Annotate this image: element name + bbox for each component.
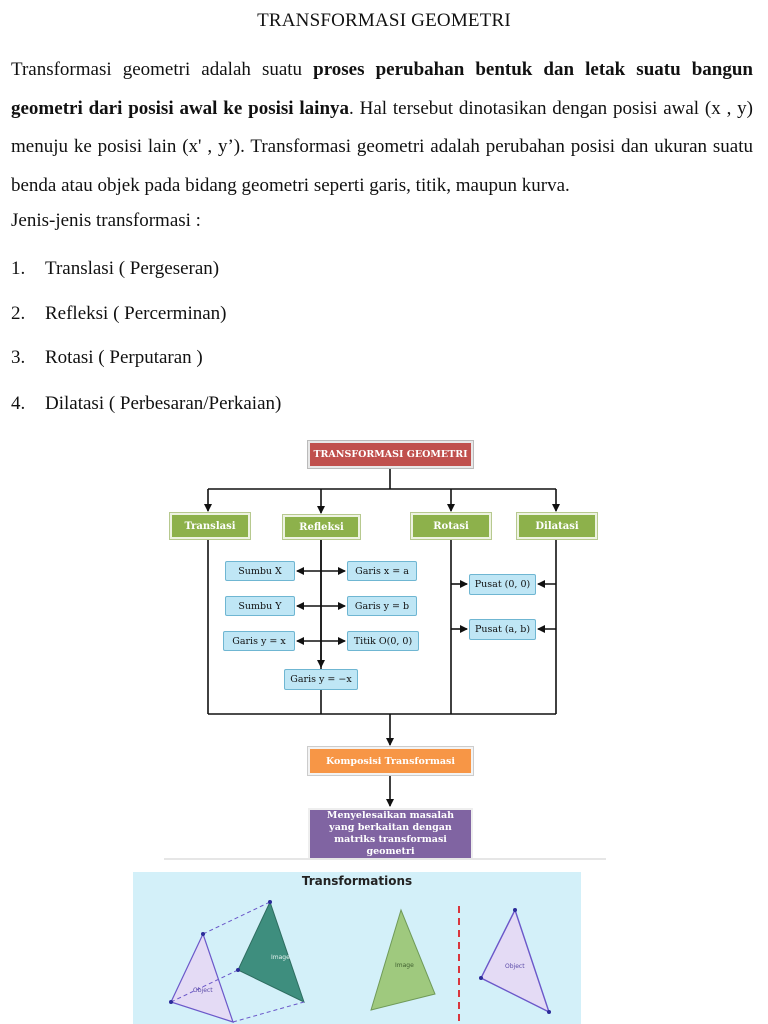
list-item-rotasi: 3. Rotasi ( Perputaran ) xyxy=(11,347,203,369)
image-triangle-1 xyxy=(237,900,305,1003)
object-label-2: Object xyxy=(505,963,525,970)
list-number: 2. xyxy=(11,303,26,324)
flow-leaf-titik-o: Titik O(0, 0) xyxy=(347,631,419,651)
list-number: 1. xyxy=(11,258,26,279)
object-triangle-1 xyxy=(170,932,234,1023)
vertex-dot xyxy=(479,976,483,980)
translation-vectors xyxy=(170,901,305,1023)
list-item-translasi: 1. Translasi ( Pergeseran) xyxy=(11,258,219,280)
list-label: Rotasi ( Perputaran ) xyxy=(45,347,203,368)
flow-leaf-pusat-00: Pusat (0, 0) xyxy=(469,574,536,595)
flow-leaf-pusat-ab: Pusat (a, b) xyxy=(469,619,536,640)
list-item-dilatasi: 4. Dilatasi ( Perbesaran/Perkaian) xyxy=(11,393,281,415)
vertex-dot xyxy=(513,908,517,912)
object-label-1: Object xyxy=(193,987,213,994)
flow-leaf-garis-x-a: Garis x = a xyxy=(347,561,417,581)
flow-leaf-sumbu-y: Sumbu Y xyxy=(225,596,295,616)
transformations-drawing: Image Object Image Object xyxy=(169,900,551,1024)
intro-paragraph: Transformasi geometri adalah suatu prose… xyxy=(11,51,753,205)
transformations-illustration: Transformations Image Object Image Objec… xyxy=(133,872,581,1024)
vertex-dot xyxy=(236,968,240,972)
separator-line xyxy=(164,858,606,860)
flow-root-box: TRANSFORMASI GEOMETRI xyxy=(308,441,473,468)
flow-branch-translasi: Translasi xyxy=(170,513,250,539)
illustration-title: Transformations xyxy=(301,874,413,888)
types-heading: Jenis-jenis transformasi : xyxy=(11,210,201,231)
intro-text-2: . Hal tersebut dinotasikan dengan posisi… xyxy=(11,97,753,196)
list-number: 4. xyxy=(11,393,26,414)
flow-composition-box: Komposisi Transformasi xyxy=(308,747,473,775)
flow-branch-rotasi: Rotasi xyxy=(411,513,491,539)
list-label: Translasi ( Pergeseran) xyxy=(45,258,220,279)
flowchart-connectors xyxy=(204,468,560,807)
list-label: Dilatasi ( Perbesaran/Perkaian) xyxy=(45,393,282,414)
vertex-dot xyxy=(268,900,272,904)
image-triangle-2 xyxy=(370,908,436,1011)
flow-leaf-garis-y-b: Garis y = b xyxy=(347,596,417,616)
vertex-dot xyxy=(201,932,205,936)
intro-text-1: Transformasi geometri adalah suatu xyxy=(11,59,314,80)
flow-leaf-garis-y-x: Garis y = x xyxy=(223,631,295,651)
vertex-dot xyxy=(547,1010,551,1014)
intro-bold-definition: proses perubahan bentuk dan letak suatu … xyxy=(11,59,753,119)
list-label: Refleksi ( Percerminan) xyxy=(45,303,227,324)
flow-leaf-sumbu-x: Sumbu X xyxy=(225,561,295,581)
object-triangle-2 xyxy=(480,908,551,1014)
image-label-2: Image xyxy=(395,962,414,969)
list-number: 3. xyxy=(11,347,26,368)
document-title: TRANSFORMASI GEOMETRI xyxy=(257,10,511,31)
flow-branch-dilatasi: Dilatasi xyxy=(517,513,597,539)
list-item-refleksi: 2. Refleksi ( Percerminan) xyxy=(11,303,226,325)
flow-branch-refleksi: Refleksi xyxy=(283,515,360,539)
flow-leaf-garis-y-neg-x: Garis y = −x xyxy=(284,669,358,690)
flow-result-box: Menyelesaikan masalah yang berkaitan den… xyxy=(308,808,473,860)
vertex-dot xyxy=(169,1000,173,1004)
image-label-1: Image xyxy=(271,954,290,961)
